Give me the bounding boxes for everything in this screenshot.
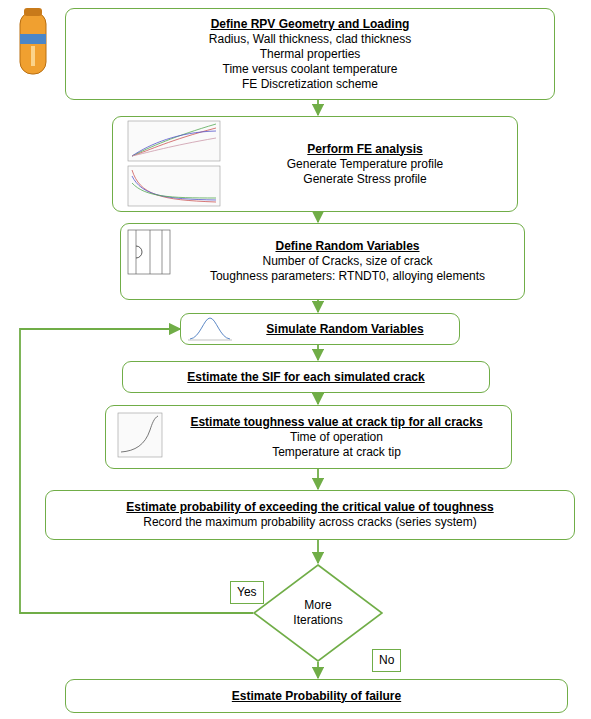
process-box: Estimate probability of exceeding the cr… bbox=[45, 490, 575, 540]
node-text: Define Random VariablesNumber of Cracks,… bbox=[171, 239, 524, 284]
node-text: Estimate the SIF for each simulated crac… bbox=[123, 370, 489, 385]
node-detail: Record the maximum probability across cr… bbox=[46, 515, 574, 530]
decision-diamond: More Iterations bbox=[253, 564, 383, 662]
node-heading: Simulate Random Variables bbox=[231, 322, 459, 337]
flow-arrow bbox=[317, 662, 319, 678]
stress-chart bbox=[128, 166, 220, 206]
process-box: Define Random VariablesNumber of Cracks,… bbox=[120, 223, 525, 300]
node-detail: Radius, Wall thickness, clad thickness bbox=[66, 32, 554, 47]
node-heading: Estimate toughness value at crack tip fo… bbox=[162, 415, 511, 430]
process-box: Define RPV Geometry and LoadingRadius, W… bbox=[65, 8, 555, 100]
rpv-icon bbox=[20, 8, 46, 74]
process-box: Estimate toughness value at crack tip fo… bbox=[105, 405, 512, 469]
node-detail: Generate Temperature profile bbox=[213, 157, 517, 172]
node-text: Estimate toughness value at crack tip fo… bbox=[162, 415, 511, 460]
node-detail: Time of operation bbox=[162, 430, 511, 445]
node-heading: Estimate probability of exceeding the cr… bbox=[46, 500, 574, 515]
flow-arrow bbox=[317, 345, 319, 360]
toughness-chart bbox=[118, 413, 162, 457]
flow-arrow bbox=[317, 540, 319, 563]
node-text: More Iterations bbox=[286, 598, 351, 628]
crack-figure bbox=[128, 230, 170, 274]
node-heading: Estimate the SIF for each simulated crac… bbox=[123, 370, 489, 385]
flow-arrow bbox=[317, 100, 319, 115]
flow-arrow bbox=[317, 300, 319, 312]
node-heading: Estimate Probability of failure bbox=[66, 689, 567, 704]
process-box: Estimate the SIF for each simulated crac… bbox=[122, 361, 490, 393]
node-heading: Perform FE analysis bbox=[213, 142, 517, 157]
edge-label: No bbox=[372, 649, 401, 672]
node-detail: Generate Stress profile bbox=[213, 172, 517, 187]
node-detail: Thermal properties bbox=[66, 47, 554, 62]
distribution-curve bbox=[188, 318, 232, 340]
flow-arrow bbox=[317, 212, 319, 222]
node-text: Simulate Random Variables bbox=[231, 322, 459, 337]
node-text: Perform FE analysisGenerate Temperature … bbox=[213, 142, 517, 187]
process-box: Perform FE analysisGenerate Temperature … bbox=[112, 116, 518, 212]
node-heading: Define Random Variables bbox=[171, 239, 524, 254]
flow-arrow bbox=[317, 393, 319, 404]
node-text: Define RPV Geometry and LoadingRadius, W… bbox=[66, 17, 554, 92]
process-box: Simulate Random Variables bbox=[180, 313, 460, 345]
node-detail: FE Discretization scheme bbox=[66, 77, 554, 92]
process-box: Estimate Probability of failure bbox=[65, 679, 568, 713]
temperature-chart bbox=[128, 121, 220, 161]
edge-label: Yes bbox=[230, 581, 264, 604]
node-text: Estimate Probability of failure bbox=[66, 689, 567, 704]
node-heading: Define RPV Geometry and Loading bbox=[66, 17, 554, 32]
node-detail: Time versus coolant temperature bbox=[66, 62, 554, 77]
node-detail: Toughness parameters: RTNDT0, alloying e… bbox=[171, 269, 524, 284]
node-detail: Temperature at crack tip bbox=[162, 445, 511, 460]
node-text: Estimate probability of exceeding the cr… bbox=[46, 500, 574, 530]
flow-arrow bbox=[317, 469, 319, 489]
node-detail: Number of Cracks, size of crack bbox=[171, 254, 524, 269]
node-heading: More Iterations bbox=[286, 598, 351, 628]
